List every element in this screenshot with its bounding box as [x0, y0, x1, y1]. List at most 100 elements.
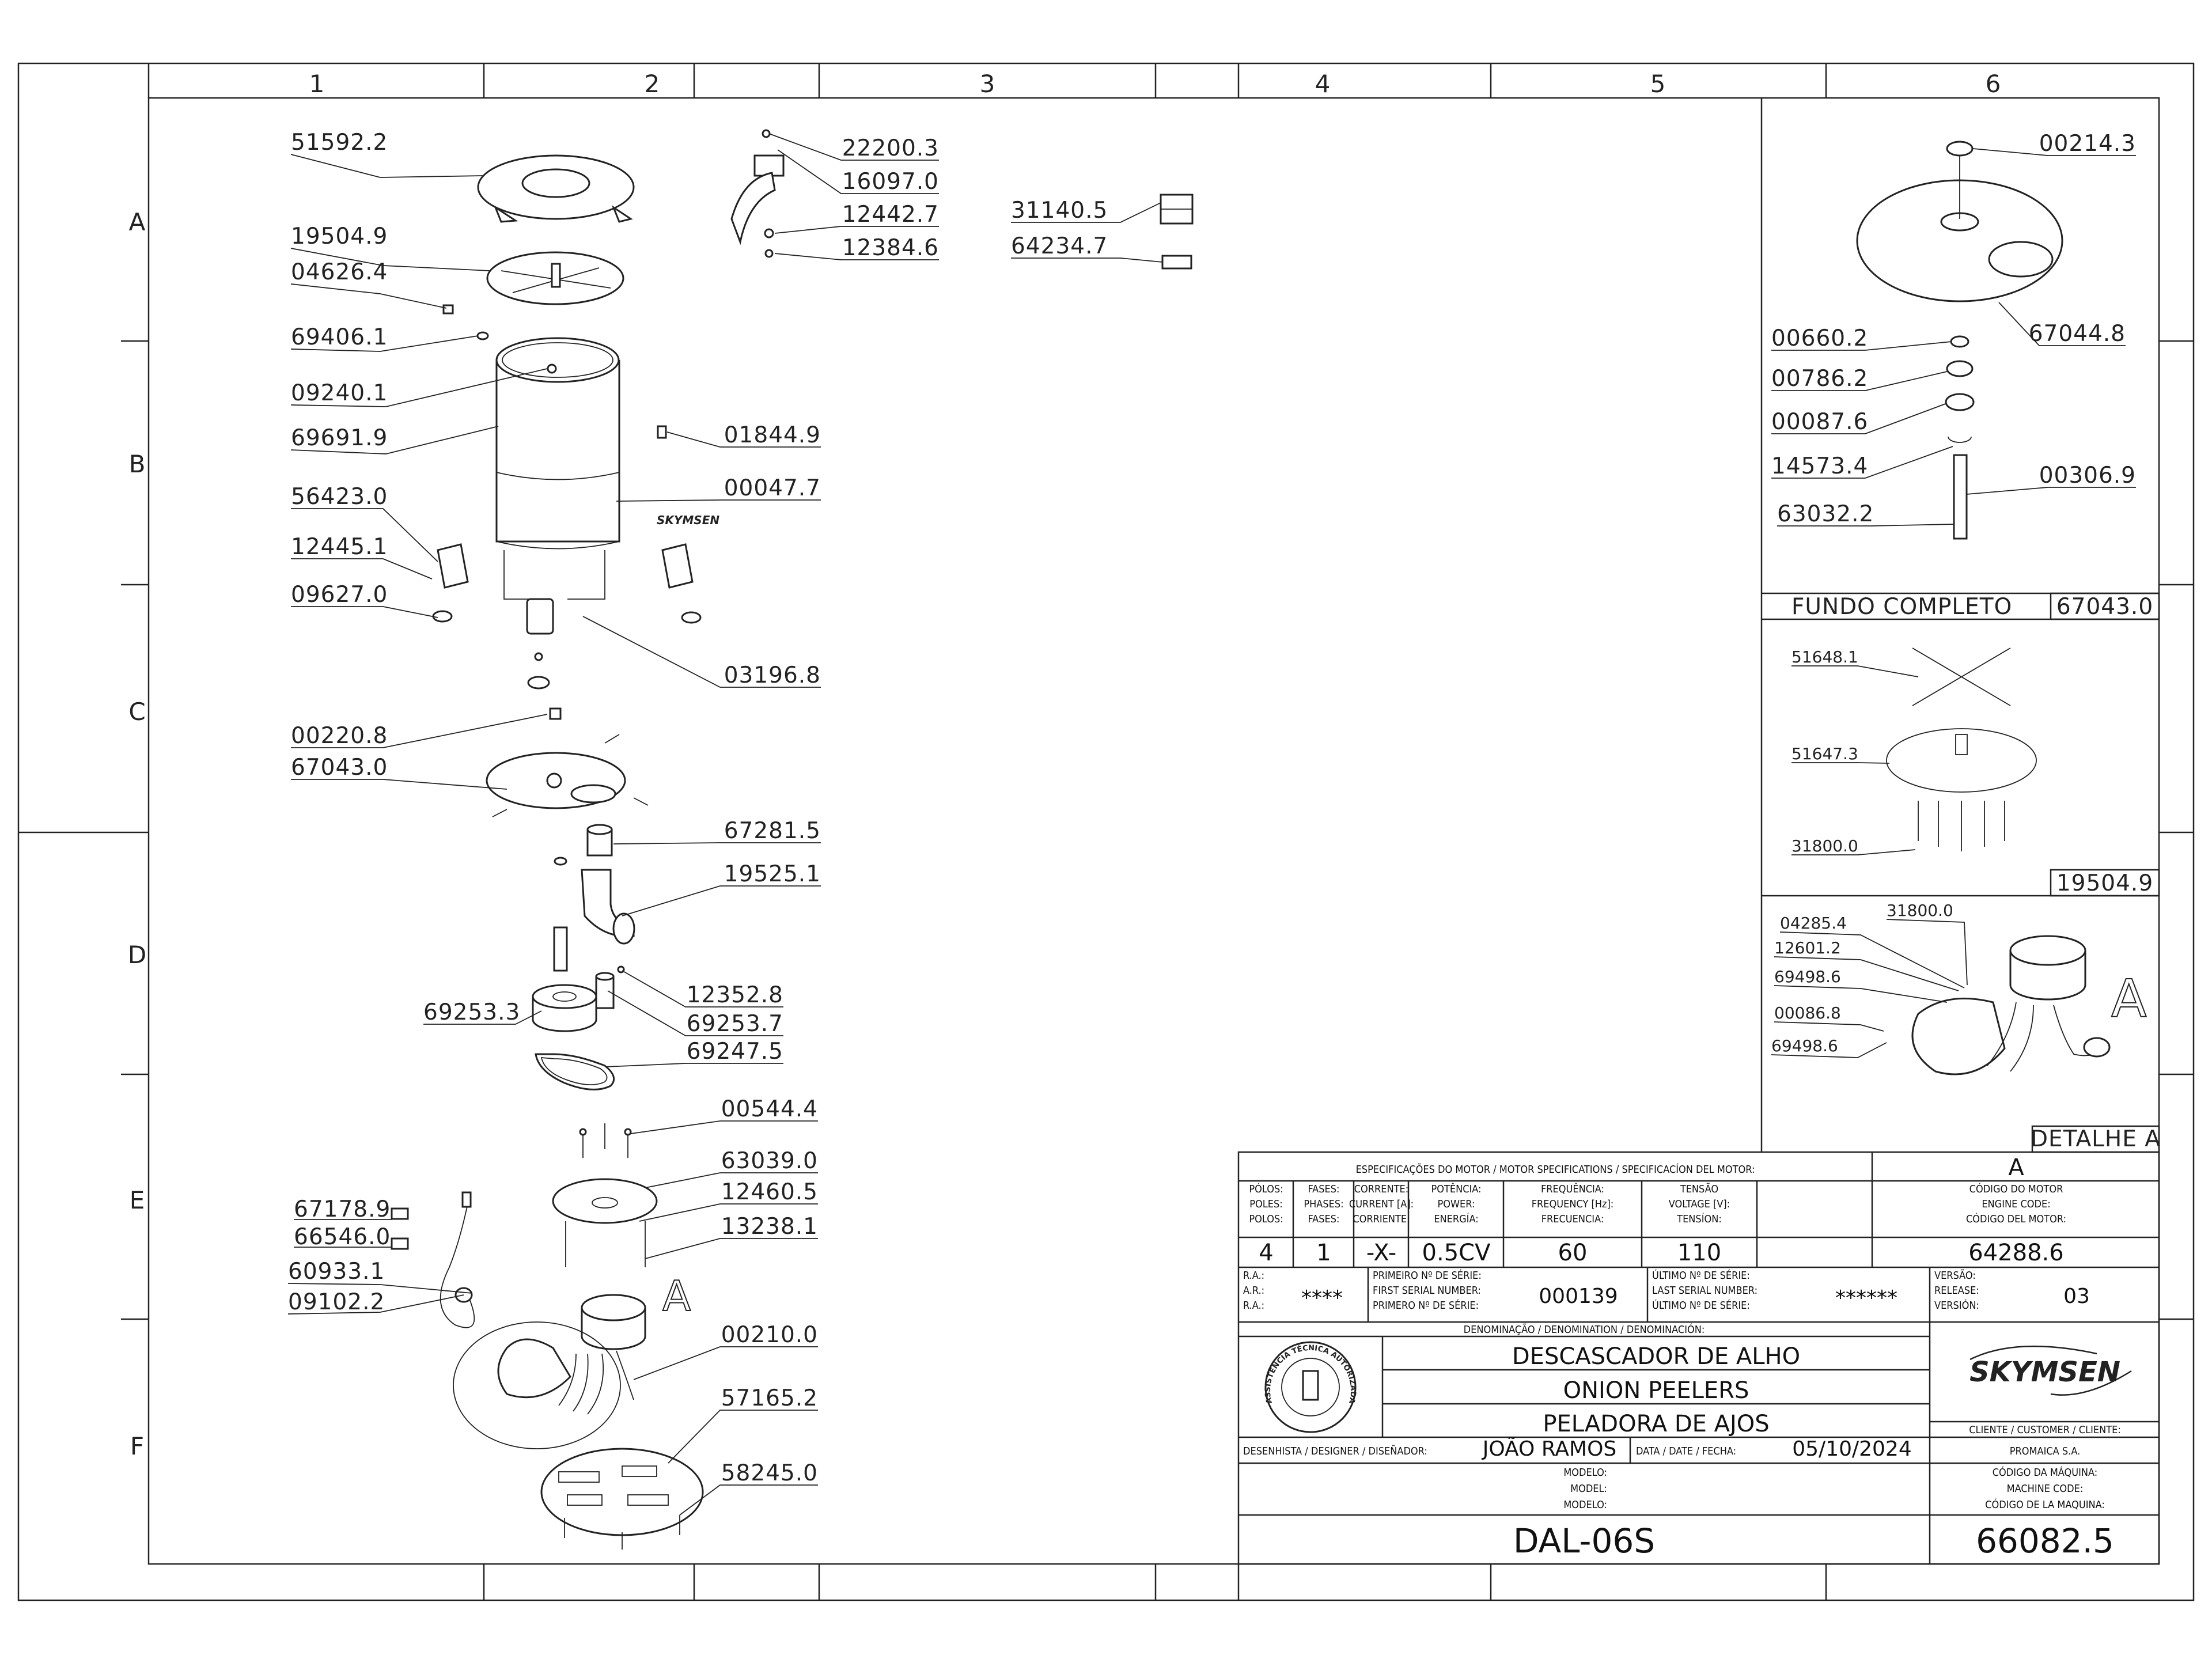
part-leader-26	[630, 1120, 818, 1134]
first-serial-value: 000139	[1539, 1285, 1618, 1308]
detail-mid-label-1: 51647.3	[1791, 744, 1858, 763]
part-label-31140-5: 31140.5	[1011, 198, 1108, 224]
part-label-01844-9: 01844.9	[724, 422, 821, 448]
part-leader-28	[639, 1203, 818, 1222]
client-label: CLIENTE / CUSTOMER / CLIENTE:	[1969, 1424, 2121, 1436]
part-label-67281-5: 67281.5	[724, 818, 821, 844]
spec-header-3-1: POWER:	[1438, 1198, 1475, 1210]
spec-header-1-0: FASES:	[1308, 1183, 1340, 1195]
machine-code-value: 66082.5	[1976, 1521, 2114, 1560]
detail-a-letter: A	[2111, 969, 2147, 1029]
part-label-19504-9: 19504.9	[291, 224, 388, 249]
denomination-header: DENOMINAÇÃO / DENOMINATION / DENOMINACIÓ…	[1464, 1323, 1705, 1336]
spec-value-6: 64288.6	[1968, 1240, 2063, 1266]
part-leader-29	[645, 1238, 818, 1259]
spec-header-6-2: CÓDIGO DEL MOTOR:	[1966, 1213, 2066, 1225]
part-label-12442-7: 12442.7	[842, 202, 939, 228]
ra-label-en: A.R.:	[1243, 1285, 1264, 1297]
drum-brand-logo: SKYMSEN	[657, 513, 719, 527]
spec-header-4-0: FREQUÊNCIA:	[1541, 1183, 1604, 1195]
part-label-64234-7: 64234.7	[1011, 233, 1108, 259]
detail-top-label-3: 00786.2	[1771, 366, 1868, 392]
version-value: 03	[2063, 1285, 2090, 1308]
part-leader-32	[287, 1283, 473, 1294]
part-label-09240-1: 09240.1	[291, 380, 388, 406]
last-serial-label-en: LAST SERIAL NUMBER:	[1652, 1285, 1758, 1297]
motor-letter: A	[2008, 1154, 2024, 1181]
part-label-16097-0: 16097.0	[842, 169, 939, 195]
part-label-00047-7: 00047.7	[724, 475, 821, 501]
part-label-56423-0: 56423.0	[291, 484, 388, 510]
detail-top-leader-2	[1771, 341, 1952, 351]
spec-header-6-1: ENGINE CODE:	[1982, 1198, 2050, 1210]
ra-label-es: R.A.:	[1243, 1300, 1264, 1312]
grid-row-b: B	[129, 450, 146, 478]
part-leader-1	[290, 248, 490, 271]
part-label-51592-2: 51592.2	[291, 130, 388, 156]
spec-header-1-2: FASES:	[1308, 1213, 1340, 1225]
part-leader-36	[679, 1484, 818, 1516]
spec-value-5: 110	[1677, 1240, 1721, 1266]
grid-row-f: F	[130, 1432, 144, 1460]
spec-header-4-2: FRECUENCIA:	[1541, 1213, 1604, 1225]
detail-a-leader-0	[1886, 919, 1968, 986]
part-label-22200-3: 22200.3	[842, 135, 939, 161]
brand-text: SKYMSEN	[1969, 1356, 2120, 1388]
part-leader-21	[622, 885, 821, 916]
part-leader-6	[291, 508, 438, 562]
model-value: DAL-06S	[1513, 1521, 1655, 1560]
detail-a-leader-5	[1771, 1042, 1887, 1058]
first-serial-label-en: FIRST SERIAL NUMBER:	[1373, 1285, 1481, 1297]
detail-top-leader-4	[1771, 403, 1948, 434]
detail-top-label-1: 67044.8	[2029, 321, 2126, 347]
part-label-03196-8: 03196.8	[724, 662, 821, 688]
model-label-pt: MODELO:	[1563, 1467, 1607, 1479]
version-label-pt: VERSÃO:	[1934, 1269, 1976, 1282]
spec-header-2-1: CURRENT [A]:	[1349, 1198, 1414, 1210]
part-label-69691-9: 69691.9	[291, 425, 388, 451]
drawing-frame	[17, 62, 2195, 1601]
detail-mid-code: 19504.9	[2056, 870, 2153, 896]
part-label-12445-1: 12445.1	[291, 534, 388, 560]
spec-header-4-1: FREQUENCY [Hz]:	[1532, 1198, 1614, 1210]
spec-header-5-2: TENSÍON:	[1676, 1213, 1722, 1225]
part-leader-0	[290, 154, 484, 178]
part-label-09627-0: 09627.0	[291, 582, 388, 608]
part-leader-5	[290, 426, 499, 454]
spec-header-1-1: PHASES:	[1304, 1198, 1343, 1210]
spec-header-0-2: POLOS:	[1249, 1213, 1283, 1225]
fundo-geometry	[1886, 647, 2037, 851]
part-label-00210-0: 00210.0	[721, 1322, 818, 1348]
detail-a-leader-4	[1774, 1021, 1884, 1032]
grid-row-labels: A B C D E F	[128, 208, 146, 1460]
detail-a-marker: A	[662, 1272, 691, 1320]
spec-header-2-0: CORRENTE:	[1354, 1183, 1408, 1195]
part-label-69253-3: 69253.3	[423, 999, 520, 1025]
grid-col-4: 4	[1315, 70, 1331, 98]
part-leader-35	[668, 1410, 818, 1464]
part-leader-4	[290, 368, 548, 407]
part-label-12460-5: 12460.5	[721, 1179, 818, 1205]
grid-row-c: C	[128, 698, 145, 726]
spec-header-0-0: PÓLOS:	[1249, 1183, 1283, 1195]
first-serial-label-es: PRIMERO Nº DE SÉRIE:	[1373, 1299, 1479, 1312]
version-label-es: VERSIÓN:	[1934, 1299, 1979, 1312]
last-serial-label-pt: ÚLTIMO Nº DE SÉRIE:	[1652, 1269, 1750, 1282]
spec-header-2-2: CORRIENTE:	[1353, 1213, 1410, 1225]
part-label-69253-7: 69253.7	[687, 1011, 783, 1037]
grid-col-2: 2	[645, 70, 660, 98]
spec-value-3: 0.5CV	[1422, 1240, 1491, 1266]
part-leader-34	[633, 1346, 818, 1380]
part-leader-23	[423, 1010, 542, 1025]
spec-value-1: 1	[1316, 1240, 1331, 1266]
grid-col-6: 6	[1986, 70, 2001, 98]
part-leader-11	[774, 226, 939, 234]
fundo-code: 67043.0	[2056, 594, 2153, 620]
detail-top-label-0: 00214.3	[2039, 131, 2136, 157]
part-label-00544-4: 00544.4	[721, 1096, 818, 1122]
part-label-19525-1: 19525.1	[724, 861, 821, 887]
part-leader-20	[613, 842, 821, 844]
machine-code-label-en: MACHINE CODE:	[2007, 1483, 2084, 1495]
part-label-57165-2: 57165.2	[721, 1385, 818, 1411]
